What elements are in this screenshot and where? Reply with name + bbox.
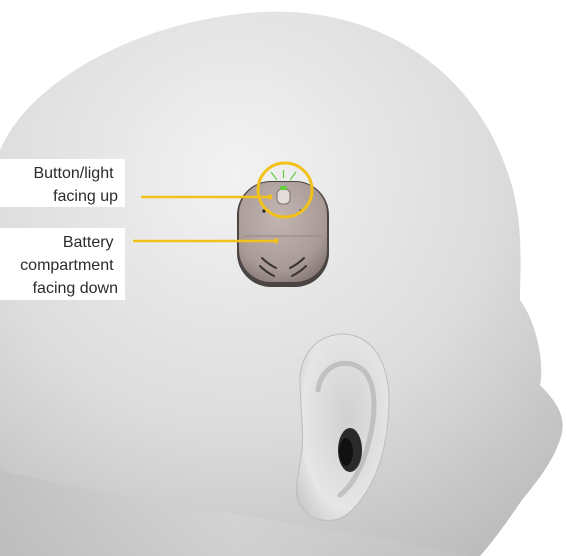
label-button-light-line2: facing up [53,188,118,205]
label-button-light-line1: Button/light [33,165,114,182]
label-battery-line1: Battery [63,234,114,251]
label-battery-line3: facing down [33,280,118,297]
label-battery-line2: compartment [20,257,114,274]
